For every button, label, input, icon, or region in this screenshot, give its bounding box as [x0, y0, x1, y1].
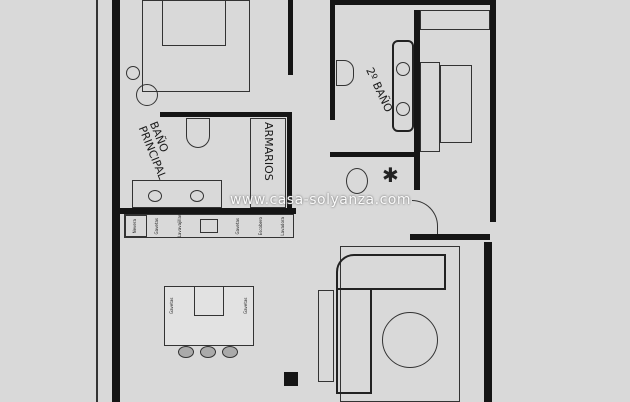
stool — [222, 346, 238, 358]
sink-4 — [396, 102, 410, 116]
plant-icon: ✱ — [382, 163, 399, 187]
kitchen-sink — [199, 219, 218, 233]
chair — [346, 168, 368, 194]
wall-top-right — [335, 0, 495, 5]
wall-bath2-left — [330, 0, 335, 120]
kitchen-counter — [124, 214, 294, 238]
wall-bath-top — [160, 112, 290, 117]
fridge-outline — [125, 215, 147, 237]
wall-bath2-bottom — [330, 152, 420, 157]
island-drawers-2: Gavetas — [243, 297, 248, 314]
outer-line-left — [96, 0, 98, 402]
sink-1 — [148, 190, 162, 202]
toilet-2 — [336, 60, 354, 86]
wall-left — [112, 0, 120, 402]
bed-cover — [162, 0, 226, 46]
vanity-2 — [392, 40, 414, 132]
shelf — [420, 10, 490, 30]
sink-2 — [190, 190, 204, 202]
unit-drawers: Gavetas — [154, 217, 160, 235]
wall-closet2 — [414, 10, 420, 190]
wall-entry — [410, 234, 490, 240]
nightstand-lamp — [126, 66, 140, 80]
wall-right-lower — [484, 242, 492, 402]
stool — [178, 346, 194, 358]
island-labels: Gavetas Gavetas — [164, 288, 254, 314]
sofa-side — [336, 288, 372, 394]
door-swing — [136, 84, 158, 106]
toilet — [186, 118, 210, 148]
wall-right-upper — [490, 0, 496, 222]
unit-dishwasher: Lavavajillas — [176, 214, 182, 238]
bench — [420, 62, 440, 152]
room-label-closets: ARMARIOS — [262, 122, 275, 181]
stool — [200, 346, 216, 358]
entry-door-swing — [412, 200, 438, 234]
kitchen-island — [164, 286, 254, 346]
unit-washer: Lavadora — [279, 216, 285, 236]
island-drawers-1: Gavetas — [169, 297, 174, 314]
dresser — [440, 65, 472, 143]
sink-3 — [396, 62, 410, 76]
room-label-second-bath: 2º BAÑO — [363, 65, 396, 115]
cooktop — [194, 286, 224, 316]
column — [284, 372, 298, 386]
wall-kitchen-top — [120, 208, 296, 214]
closet — [250, 118, 286, 208]
sofa-back — [336, 254, 446, 290]
unit-broom: Escobero — [257, 216, 263, 236]
vanity — [132, 180, 222, 208]
watermark: www.casa-solyanza.com — [230, 192, 411, 208]
unit-drawers-2: Gavetas — [235, 217, 241, 235]
kitchen-unit-labels: Nevera Gavetas Lavavajillas Gavetas Esco… — [124, 214, 294, 238]
side-table — [318, 290, 334, 382]
coffee-table — [382, 312, 438, 368]
wall-closet-right — [287, 112, 292, 212]
unit-fridge: Nevera — [132, 218, 138, 234]
wall-bedroom-right — [288, 0, 293, 75]
